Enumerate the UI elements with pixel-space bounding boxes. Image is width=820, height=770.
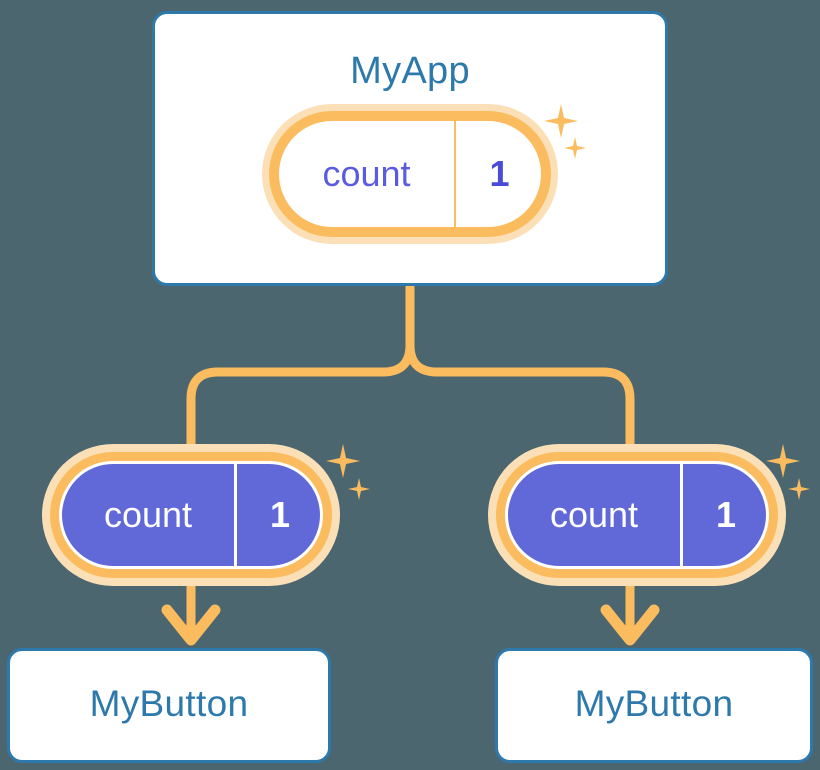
pill-body: count 1 bbox=[279, 121, 541, 227]
state-key-label: count bbox=[322, 153, 411, 194]
state-pill-mybutton-left[interactable]: count 1 bbox=[42, 444, 340, 586]
connector-tree bbox=[186, 279, 415, 457]
arrow-head-left bbox=[161, 604, 221, 646]
connector-tree-right bbox=[405, 279, 635, 457]
component-box-mybutton-right[interactable]: MyButton bbox=[495, 648, 813, 763]
component-box-mybutton-left[interactable]: MyButton bbox=[7, 648, 331, 763]
pill-body: count 1 bbox=[505, 461, 769, 569]
state-key-label: count bbox=[103, 494, 193, 535]
state-pill-myapp[interactable]: count 1 bbox=[262, 104, 558, 244]
sparkle-icon bbox=[326, 444, 360, 478]
state-value-label: 1 bbox=[680, 464, 766, 566]
component-label: MyButton bbox=[574, 683, 734, 724]
state-pill-mybutton-right[interactable]: count 1 bbox=[488, 444, 786, 586]
state-key-label: count bbox=[549, 494, 639, 535]
state-value-label: 1 bbox=[454, 121, 541, 227]
pill-body: count 1 bbox=[59, 461, 323, 569]
page-title: MyApp bbox=[350, 50, 470, 92]
sparkle-icon bbox=[788, 478, 810, 500]
state-value-label: 1 bbox=[234, 464, 320, 566]
component-label: MyButton bbox=[89, 683, 249, 724]
arrow-head-right bbox=[600, 604, 660, 646]
sparkle-icon bbox=[348, 478, 370, 500]
